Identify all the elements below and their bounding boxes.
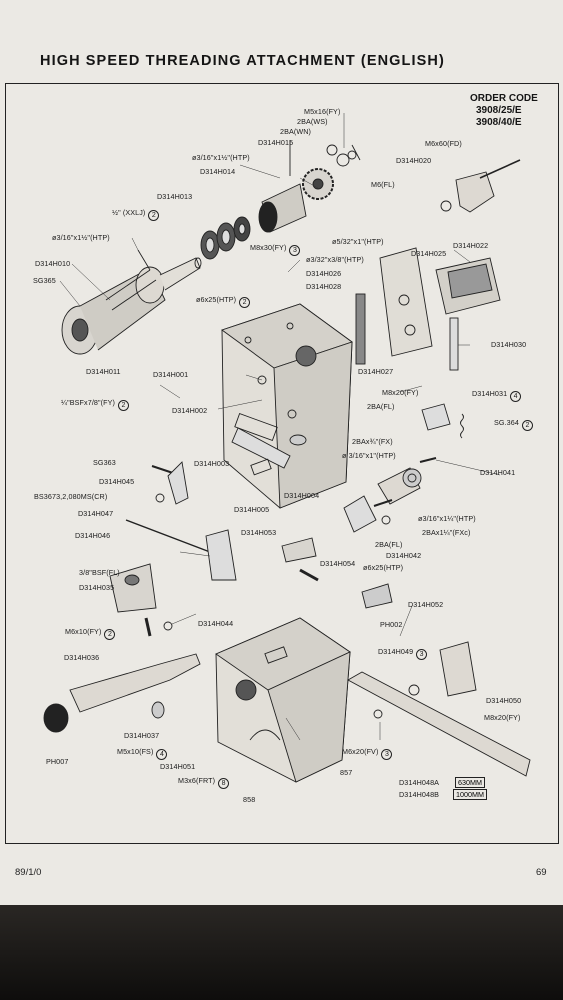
label-2ba-ws: 2BA(WS) (297, 117, 328, 126)
label-d314h004: D314H004 (284, 491, 320, 500)
label-m6x10: M6x10(FY)2 (65, 628, 116, 640)
qty-circle: 4 (156, 749, 168, 760)
label-d314h013: D314H013 (157, 192, 193, 201)
label-d314h036: D314H036 (64, 653, 100, 662)
spindle-part (61, 249, 202, 355)
label-858: 858 (243, 795, 256, 804)
label-htp-6x25-b: ø6x25(HTP) (363, 563, 404, 572)
label-d314h011: D314H011 (86, 367, 121, 376)
diagram-frame (5, 83, 559, 844)
label-d314h003: D314H003 (194, 459, 230, 468)
label-d314h028: D314H028 (306, 282, 342, 291)
qty-circle: 3 (381, 749, 393, 760)
qty-circle: 8 (218, 778, 230, 789)
label-m6x20: M6x20(FV)3 (342, 748, 393, 760)
label-htp-316-1: ø 3/16"x1"(HTP) (342, 451, 396, 460)
label-htp-316-114: ø3/16"x1¼"(HTP) (418, 514, 476, 523)
label-d314h002: D314H002 (172, 406, 208, 415)
label-m8x30: M8x30(FY)3 (250, 244, 301, 256)
label-2ba-34-fx: 2BAx¾"(FX) (352, 437, 393, 446)
exploded-parts-drawing (43, 113, 531, 783)
label-ph007: PH007 (46, 757, 69, 766)
label-d314h054: D314H054 (320, 559, 356, 568)
qty-circle: 4 (510, 391, 522, 402)
label-d314h026: D314H026 (306, 269, 342, 278)
order-code-label: ORDER CODE (470, 93, 538, 104)
order-code-1: 3908/25/E (476, 105, 522, 116)
qty-circle: 2 (521, 420, 533, 431)
label-d314h010: D314H010 (35, 259, 71, 268)
label-2ba-wn: 2BA(WN) (280, 127, 312, 136)
label-2ba-fl-a: 2BA(FL) (367, 402, 395, 411)
main-housing (221, 303, 353, 509)
label-d314h015: D314H015 (258, 138, 294, 147)
qty-circle: 3 (416, 649, 428, 660)
length-box-1000: 1000MM (453, 789, 487, 800)
label-bsf-38: 3/8"BSF(FL) (79, 568, 120, 577)
qty-circle: 2 (239, 297, 251, 308)
label-htp-532-1: ø5/32"x1"(HTP) (332, 237, 384, 246)
label-d314h053: D314H053 (241, 528, 277, 537)
gearbox-housing (215, 617, 351, 783)
label-m3x6: M3x6(FRT)8 (178, 777, 230, 789)
label-d314h030: D314H030 (491, 340, 527, 349)
label-857: 857 (340, 768, 353, 777)
qty-circle: 2 (104, 629, 116, 640)
label-d314h001: D314H001 (153, 370, 189, 379)
label-d314h041: D314H041 (480, 468, 516, 477)
bearing-set (200, 216, 251, 260)
label-d314h050: D314H050 (486, 696, 522, 705)
label-2ba-114-fxc: 2BAx1¼"(FXc) (422, 528, 471, 537)
order-code-2: 3908/40/E (476, 117, 522, 128)
label-m8x20-b: M8x20(FY) (484, 713, 521, 722)
label-htp-332-38: ø3/32"x3/8"(HTP) (306, 255, 364, 264)
label-htp-6x25-a: ø6x25(HTP)2 (196, 296, 251, 308)
footer-code: 89/1/0 (15, 867, 42, 878)
label-htp-316-112-b: ø3/16"x1½"(HTP) (52, 233, 110, 242)
label-d314h048b: D314H048B (399, 790, 440, 799)
label-d314h052: D314H052 (408, 600, 444, 609)
label-htp-316-112-a: ø3/16"x1½"(HTP) (192, 153, 250, 162)
label-sg363: SG363 (93, 458, 116, 467)
background-surface (0, 905, 563, 1000)
label-2ba-fl-b: 2BA(FL) (375, 540, 403, 549)
label-d314h047: D314H047 (78, 509, 114, 518)
label-d314h005: D314H005 (234, 505, 270, 514)
label-d314h035: D314H035 (79, 583, 115, 592)
label-d314h044: D314H044 (198, 619, 234, 628)
label-m8x20-a: M8x20(FY) (382, 388, 419, 397)
qty-circle: 2 (118, 400, 130, 411)
label-m5x10: M5x10(FS)4 (117, 748, 168, 760)
label-d314h014: D314H014 (200, 167, 236, 176)
label-d314h045: D314H045 (99, 477, 135, 486)
label-d314h020: D314H020 (396, 156, 432, 165)
page-number: 69 (536, 867, 547, 878)
label-m5x16: M5x16(FY) (304, 107, 341, 116)
label-d314h025: D314H025 (411, 249, 447, 258)
qty-circle: 3 (289, 245, 301, 256)
gear-part (258, 140, 334, 233)
qty-circle: 2 (148, 210, 160, 221)
label-d314h051: D314H051 (160, 762, 196, 771)
label-bs3673: BS3673,2,080MS(CR) (34, 492, 108, 501)
label-ph002: PH002 (380, 620, 403, 629)
label-bsf-14: ¼"BSFx7/8"(FY)2 (61, 399, 130, 411)
label-m6-fl: M6(FL) (371, 180, 395, 189)
label-d314h042: D314H042 (386, 551, 422, 560)
label-m6x60: M6x60(FD) (425, 139, 462, 148)
label-d314h046: D314H046 (75, 531, 111, 540)
page-title: HIGH SPEED THREADING ATTACHMENT (ENGLISH… (40, 53, 445, 69)
length-box-630: 630MM (455, 777, 485, 788)
label-d314h022: D314H022 (453, 241, 489, 250)
label-d314h037: D314H037 (124, 731, 160, 740)
label-sg365: SG365 (33, 276, 56, 285)
label-xxlj: ½" (XXLJ)2 (112, 209, 160, 221)
label-d314h048a: D314H048A (399, 778, 440, 787)
label-d314h027: D314H027 (358, 367, 394, 376)
